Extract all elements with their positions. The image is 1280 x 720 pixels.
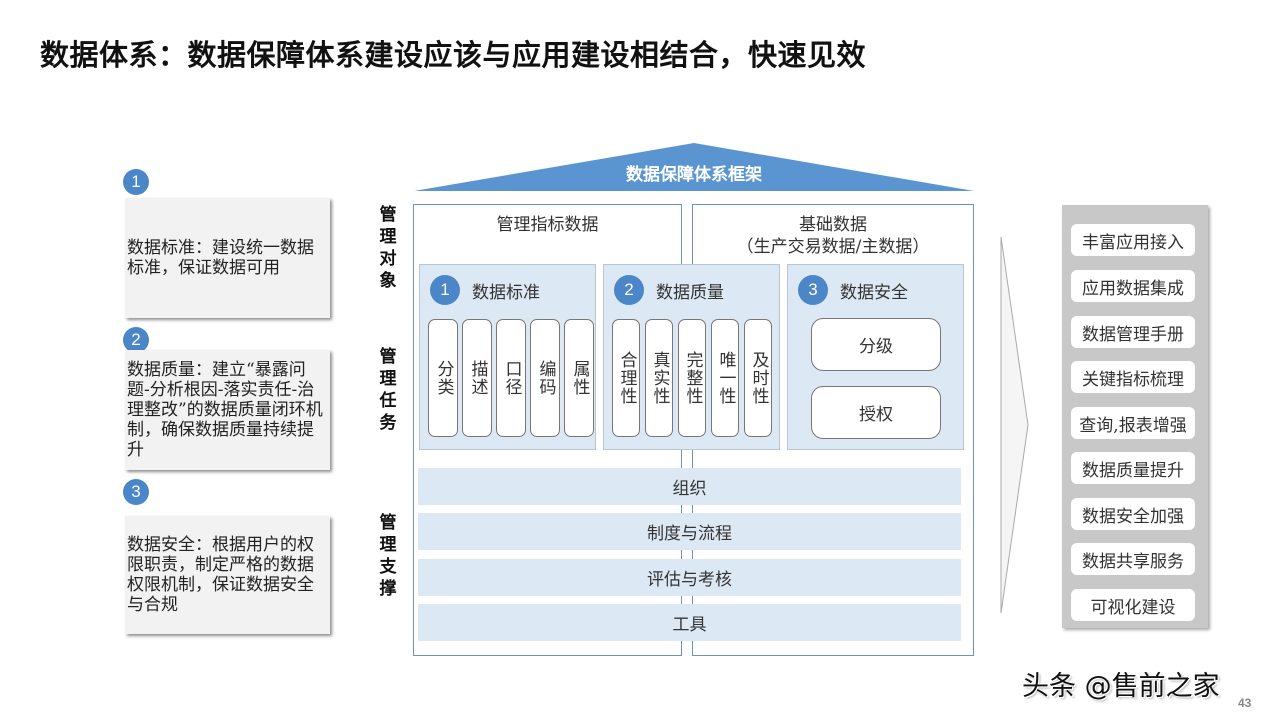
pill-classification: 分类 (428, 319, 458, 437)
support-bar-policy-process: 制度与流程 (418, 513, 961, 550)
group-data-quality: 2 数据质量 合理性 真实性 完整性 唯一性 及时性 (603, 264, 780, 450)
support-bar-tools: 工具 (418, 604, 961, 641)
security-authorization: 授权 (811, 386, 941, 439)
framework-title: 数据保障体系框架 (626, 165, 762, 185)
app-item-2: 应用数据集成 (1071, 270, 1195, 302)
pill-timeliness: 及时性 (744, 319, 772, 437)
group-2-header: 2 数据质量 (614, 275, 724, 305)
note-card-standard: 数据标准：建设统一数据标准，保证数据可用 (125, 198, 330, 318)
app-item-7: 数据安全加强 (1071, 498, 1195, 530)
note-2-badge: 2 (123, 327, 149, 353)
note-3-text: 数据安全：根据用户的权限职责，制定严格的数据权限机制，保证数据安全与合规 (127, 535, 314, 615)
roof-triangle-icon (414, 143, 974, 191)
group-2-title: 数据质量 (656, 282, 724, 303)
note-1-badge: 1 (123, 169, 149, 195)
group-data-standard: 1 数据标准 分类 描述 口径 编码 属性 (419, 264, 596, 450)
chevron-right-icon (1000, 236, 1029, 614)
note-3-badge: 3 (123, 479, 149, 505)
frame-left-title: 管理指标数据 (496, 215, 599, 235)
side-label-objects: 管理对象 (379, 205, 397, 291)
side-label-support: 管理支撑 (379, 513, 397, 599)
group-1-title: 数据标准 (472, 282, 540, 303)
pill-uniqueness: 唯一性 (711, 319, 739, 437)
pill-scope: 口径 (496, 319, 526, 437)
support-bar-organization: 组织 (418, 468, 961, 505)
note-card-quality: 数据质量：建立“暴露问题-分析根因-落实责任-治理整改”的数据质量闭环机制，确保… (125, 350, 330, 470)
app-item-6: 数据质量提升 (1071, 452, 1195, 484)
note-1-text: 数据标准：建设统一数据标准，保证数据可用 (127, 238, 314, 278)
note-2-text: 数据质量：建立“暴露问题-分析根因-落实责任-治理整改”的数据质量闭环机制，确保… (127, 360, 323, 460)
group-1-header: 1 数据标准 (430, 275, 540, 305)
slide-title: 数据体系：数据保障体系建设应该与应用建设相结合，快速见效 (40, 38, 867, 72)
group-2-badge: 2 (614, 275, 644, 305)
app-item-1: 丰富应用接入 (1071, 224, 1195, 256)
app-item-8: 数据共享服务 (1071, 543, 1195, 575)
page-number: 43 (1238, 696, 1252, 710)
pill-encoding: 编码 (530, 319, 560, 437)
frame-right-title-1: 基础数据 (799, 215, 867, 235)
pill-attribute: 属性 (564, 319, 594, 437)
group-3-badge: 3 (798, 275, 828, 305)
support-bar-evaluation: 评估与考核 (418, 559, 961, 596)
app-item-5: 查询,报表增强 (1071, 407, 1195, 439)
pill-reasonableness: 合理性 (612, 319, 640, 437)
app-item-9: 可视化建设 (1071, 589, 1195, 621)
security-grading: 分级 (811, 318, 941, 371)
side-label-tasks: 管理任务 (379, 347, 397, 433)
watermark: 头条 @售前之家 (1022, 671, 1220, 702)
app-item-4: 关键指标梳理 (1071, 361, 1195, 393)
frame-right-title-2: （生产交易数据/主数据） (736, 237, 930, 257)
group-1-badge: 1 (430, 275, 460, 305)
group-3-title: 数据安全 (840, 282, 908, 303)
app-item-3: 数据管理手册 (1071, 316, 1195, 348)
pill-description: 描述 (462, 319, 492, 437)
pill-authenticity: 真实性 (645, 319, 673, 437)
note-card-security: 数据安全：根据用户的权限职责，制定严格的数据权限机制，保证数据安全与合规 (125, 516, 330, 634)
group-3-header: 3 数据安全 (798, 275, 908, 305)
group-data-security: 3 数据安全 分级 授权 (787, 264, 964, 450)
pill-completeness: 完整性 (678, 319, 706, 437)
